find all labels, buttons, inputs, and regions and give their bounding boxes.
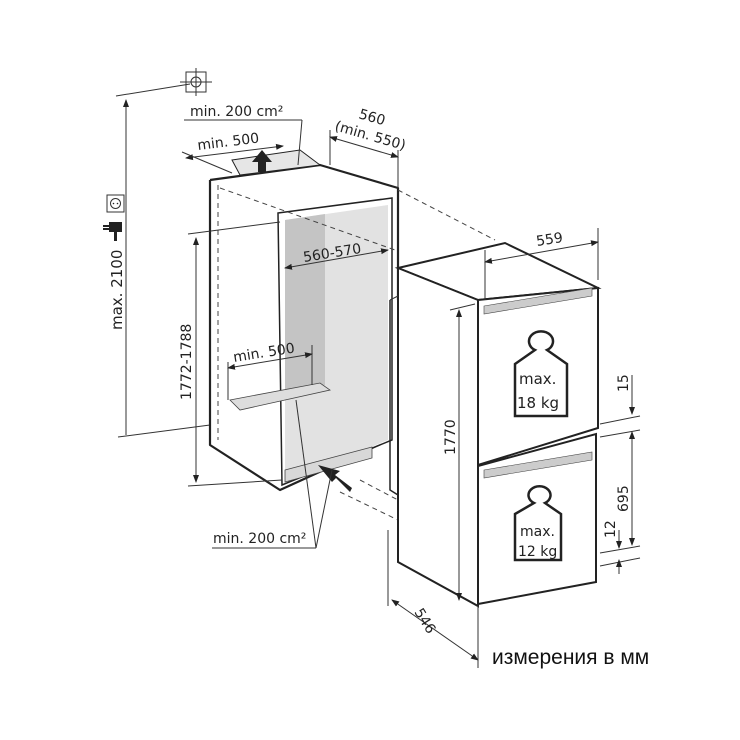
gap-bottom-label: 12 bbox=[603, 520, 619, 538]
lower-weight-line2: 12 kg bbox=[518, 544, 557, 560]
bottom-vent-area-label: min. 200 cm² bbox=[213, 531, 306, 547]
niche-depth-label: 560 bbox=[357, 106, 387, 129]
ceiling-line bbox=[115, 83, 191, 97]
arrow-in-icon bbox=[318, 465, 352, 492]
ceiling-outlet-icon bbox=[180, 68, 212, 96]
top-vent-width-label: min. 500 bbox=[197, 131, 261, 154]
max-height-label: max. 2100 bbox=[108, 250, 126, 330]
appliance bbox=[389, 241, 602, 608]
niche-height-label: 1772-1788 bbox=[179, 324, 195, 400]
gap-top-label: 15 bbox=[616, 374, 632, 392]
plug-icon bbox=[103, 222, 122, 241]
arrow-up-icon bbox=[252, 150, 272, 172]
door-lower-label: 695 bbox=[616, 485, 632, 512]
upper-weight-icon: max. 18 kg bbox=[513, 330, 569, 418]
socket-icon bbox=[106, 194, 125, 213]
upper-weight-line1: max. bbox=[519, 370, 556, 388]
niche bbox=[208, 149, 400, 492]
top-vent-area-label: min. 200 cm² bbox=[190, 104, 283, 120]
upper-weight-line2: 18 kg bbox=[517, 394, 559, 412]
appliance-height-label: 1770 bbox=[443, 419, 459, 455]
appliance-depth-label: 546 bbox=[411, 606, 439, 637]
units-caption: измерения в мм bbox=[492, 646, 650, 669]
lower-weight-icon: max. 12 kg bbox=[513, 485, 563, 562]
lower-weight-line1: max. bbox=[520, 524, 555, 540]
appliance-width-label: 559 bbox=[535, 230, 564, 250]
